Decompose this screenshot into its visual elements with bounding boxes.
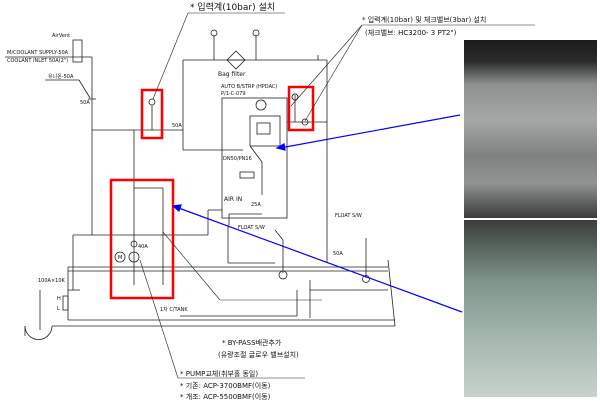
- inlet-label: COOLANT INLET 50A(2"): [7, 58, 68, 64]
- pointer-arrows: [171, 114, 463, 313]
- flange-label: 100A×10K: [38, 278, 66, 284]
- union-label: 유니온-50A: [48, 73, 74, 80]
- float-switch-label-1: FLOAT S/W: [238, 225, 265, 231]
- strainer-tag: P/1-C-079: [221, 91, 246, 97]
- pump-old: * 기존: ACP-3700BMF(이동): [180, 381, 271, 390]
- highlight-gauge-check-valve: [287, 85, 315, 132]
- pressure-gauge-icon-2: [291, 93, 299, 101]
- motor-label: M: [118, 255, 122, 261]
- pressure-gauge-icon: [148, 98, 156, 106]
- tank-label: 1차 C/TANK: [160, 306, 188, 313]
- bypass-piping-photo: [464, 220, 597, 397]
- strainer-title: AUTO B/STRP (HPDAC): [221, 84, 277, 90]
- level-h-label: H: [57, 296, 61, 302]
- check-valve-model: (체크밸브: HC3200- 3 PT2"): [365, 28, 457, 37]
- air-in-label: AIR IN: [224, 196, 242, 203]
- auto-strainer-photo: [464, 40, 597, 218]
- gauge-check-note: * 입력계(10bar) 및 체크밸브(3bar) 설치: [362, 15, 486, 24]
- supply-label: M/COOLANT SUPPLY-50A: [7, 50, 69, 56]
- pipe-50a-v-label: 50A: [80, 100, 90, 106]
- gauge-note: * 입력계(10bar) 설치: [190, 1, 275, 13]
- pipe-50a-label: 50A: [172, 123, 182, 129]
- pipe-50a-right-label: 50A: [333, 251, 343, 257]
- pipe-40a-label: 40A: [138, 244, 148, 250]
- pump-new: * 개조: ACP-5500BMF(이동): [180, 392, 271, 401]
- float-switch-label-2: FLOAT S/W: [335, 213, 362, 219]
- level-l-label: L: [57, 306, 60, 312]
- bypass-sub: (유량조절 글로우 밸브설치): [218, 350, 299, 359]
- pipe-25a-label: 25A: [251, 202, 261, 208]
- pump-note: * PUMP교체(취부홀 동일): [180, 369, 258, 378]
- highlight-gauge-1: [140, 88, 164, 140]
- leader-lines: [139, 12, 535, 379]
- bypass-note: * BY-PASS배관추가: [222, 338, 282, 347]
- dn50-label: DN50/PN16: [223, 156, 252, 162]
- air-vent-label: AirVent: [52, 33, 70, 39]
- highlight-bypass-pump: [109, 178, 175, 300]
- bag-filter-label: Bag filter: [218, 71, 246, 78]
- pipe-lines: [5, 29, 396, 340]
